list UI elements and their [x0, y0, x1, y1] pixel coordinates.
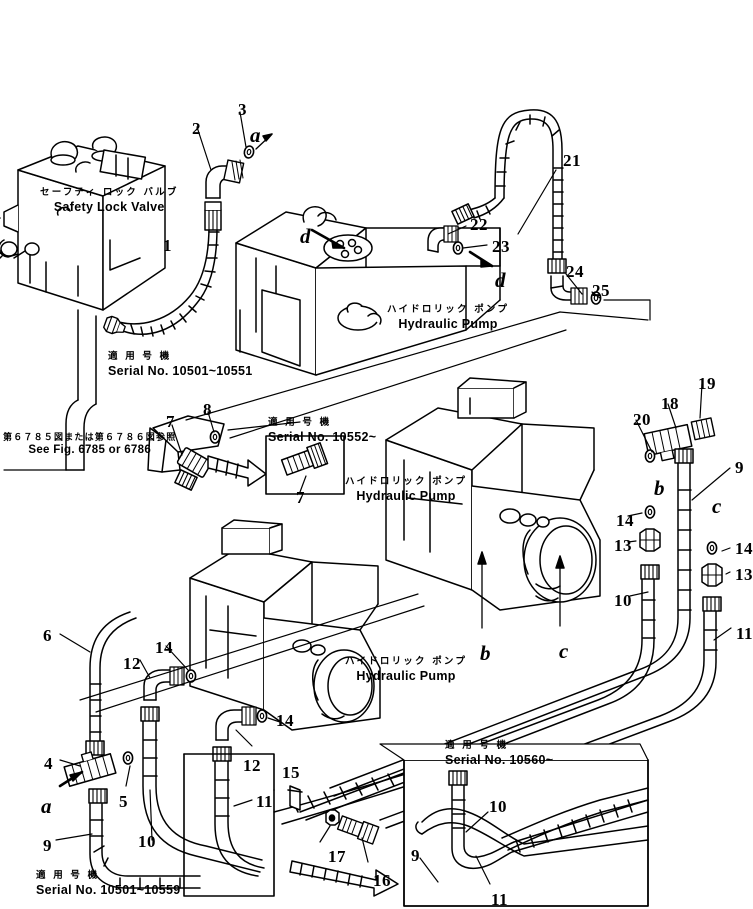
item-number-11: 11 [256, 792, 274, 811]
caption-jp: 適 用 号 機 [445, 740, 509, 751]
item-number-7: 7 [296, 488, 305, 507]
item-number-14: 14 [155, 638, 173, 657]
item-number-12: 12 [123, 654, 141, 673]
letter-marker-c: c [559, 639, 569, 663]
item-number-9: 9 [43, 836, 52, 855]
caption-jp: ハイドロリック ポンプ [345, 476, 468, 487]
hydraulic-pump-middle-body [385, 377, 601, 629]
hose-6-assembly [55, 611, 201, 889]
item-number-10: 10 [138, 832, 156, 851]
item-number-11: 11 [491, 890, 509, 909]
item-number-14: 14 [735, 539, 753, 558]
elbow-12-right [183, 706, 281, 897]
letter-marker-d: d [300, 224, 311, 248]
inset-box-serial-10552 [265, 435, 345, 495]
caption-serial-10560: 適 用 号 機 Serial No. 10560~ [445, 740, 554, 767]
caption-en: Serial No. 10552~ [268, 429, 377, 444]
hose-1 [101, 201, 222, 337]
item-number-23: 23 [492, 237, 510, 256]
caption-serial-10501-10551: 適 用 号 機 Serial No. 10501~10551 [108, 351, 253, 378]
letter-marker-c: c [712, 494, 722, 518]
item-number-20: 20 [633, 410, 651, 429]
item-number-17: 17 [328, 847, 346, 866]
item-number-14: 14 [616, 511, 634, 530]
item-number-19: 19 [698, 374, 716, 393]
item-number-3: 3 [238, 100, 247, 119]
item-number-16: 16 [373, 871, 391, 890]
bracket-7-8 [147, 411, 301, 491]
caption-jp: 適 用 号 機 [268, 417, 332, 428]
item-number-6: 6 [43, 626, 52, 645]
item-number-13: 13 [735, 565, 753, 584]
clamp-15-bolt-16 [273, 753, 475, 897]
caption-jp: ハイドロリック ポンプ [387, 304, 510, 315]
item-number-4: 4 [44, 754, 53, 773]
caption-en: Hydraulic Pump [356, 668, 456, 683]
inset-box-serial-10560 [379, 743, 649, 907]
item-number-9: 9 [411, 846, 420, 865]
item-number-25: 25 [592, 281, 610, 300]
item-number-24: 24 [566, 262, 584, 281]
hose-21 [427, 109, 651, 321]
caption-see-fig: 第６７８５図または第６７８６図参照 See Fig. 6785 or 6786 [3, 433, 176, 457]
caption-en: Hydraulic Pump [356, 488, 456, 503]
letter-marker-a: a [250, 123, 261, 147]
right-fitting-stack [299, 383, 732, 829]
caption-en: Serial No. 10501~10559 [36, 882, 181, 897]
item-number-9: 9 [735, 458, 744, 477]
caption-jp: セーフティ ロック バルブ [40, 187, 179, 198]
caption-hydraulic-pump-top: ハイドロリック ポンプ Hydraulic Pump [387, 304, 510, 331]
item-number-10: 10 [489, 797, 507, 816]
caption-serial-10552: 適 用 号 機 Serial No. 10552~ [268, 417, 377, 444]
caption-jp: 適 用 号 機 [108, 351, 172, 362]
caption-hydraulic-pump-middle: ハイドロリック ポンプ Hydraulic Pump [345, 476, 468, 503]
item-number-10: 10 [614, 591, 632, 610]
letter-marker-b: b [480, 641, 491, 665]
caption-en: Serial No. 10560~ [445, 752, 554, 767]
item-number-12: 12 [243, 756, 261, 775]
safety-lock-valve-body [0, 136, 166, 471]
item-number-5: 5 [119, 792, 128, 811]
item-number-22: 22 [470, 215, 488, 234]
item-number-8: 8 [203, 400, 212, 419]
caption-en: Serial No. 10501~10551 [108, 363, 253, 378]
item-number-7: 7 [166, 412, 175, 431]
item-number-18: 18 [661, 394, 679, 413]
item-number-11: 11 [736, 624, 753, 643]
caption-jp: 適 用 号 機 [36, 870, 100, 881]
hydraulic-pump-lower-body [189, 519, 381, 731]
letter-marker-d: d [495, 268, 506, 292]
caption-serial-10501-10559: 適 用 号 機 Serial No. 10501~10559 [36, 870, 181, 897]
letter-marker-a: a [41, 794, 52, 818]
letter-marker-b: b [654, 476, 665, 500]
frame-reference-lines [3, 311, 649, 713]
item-number-14: 14 [276, 711, 294, 730]
elbow-2-assembly [196, 111, 273, 199]
caption-en: Safety Lock Valve [53, 199, 165, 214]
item-number-13: 13 [614, 536, 632, 555]
caption-en: Hydraulic Pump [398, 316, 498, 331]
item-number-21: 21 [563, 151, 581, 170]
caption-safety-lock-valve: セーフティ ロック バルブ Safety Lock Valve [40, 187, 179, 214]
caption-hydraulic-pump-lower: ハイドロリック ポンプ Hydraulic Pump [345, 656, 468, 683]
caption-jp: ハイドロリック ポンプ [345, 656, 468, 667]
item-number-2: 2 [192, 119, 201, 138]
caption-en: See Fig. 6785 or 6786 [28, 444, 152, 457]
hydraulic-pump-upper [235, 206, 501, 376]
item-number-15: 15 [282, 763, 300, 782]
item-number-1: 1 [163, 236, 172, 255]
caption-jp: 第６７８５図または第６７８６図参照 [3, 433, 177, 443]
